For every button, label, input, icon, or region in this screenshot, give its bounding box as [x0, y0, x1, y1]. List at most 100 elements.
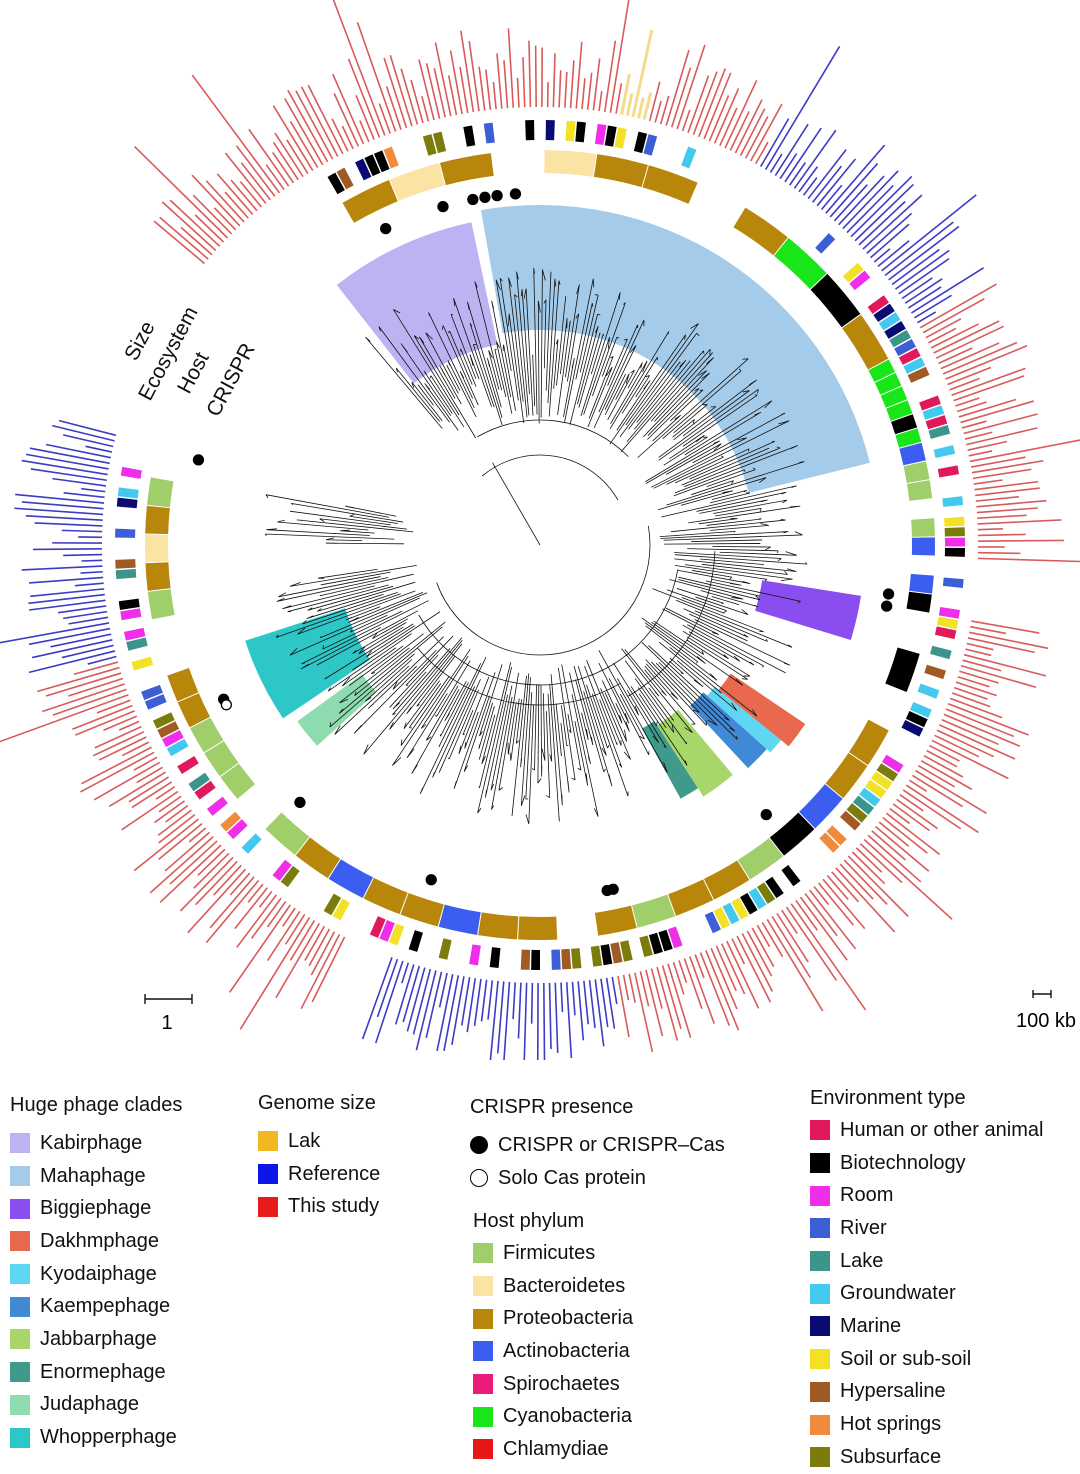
legend-item-lake: Lake [810, 1245, 1043, 1278]
color-swatch [10, 1296, 30, 1317]
ecosystem-ring-segment [870, 771, 893, 790]
ecosystem-ring-segment [157, 721, 180, 738]
host-ring-segment [147, 477, 174, 508]
color-swatch [473, 1374, 493, 1395]
legend-item-kyodaiphage: Kyodaiphage [10, 1258, 182, 1291]
host-ring-segment [342, 180, 398, 223]
host-ring-segment [903, 461, 930, 483]
ecosystem-ring [115, 120, 965, 970]
legend-genome-size-title: Genome size [258, 1092, 376, 1114]
host-ring-segment [891, 414, 918, 435]
ecosystem-ring-segment [846, 803, 868, 823]
legend-label: Firmicutes [503, 1241, 596, 1264]
color-swatch [810, 1153, 830, 1174]
color-swatch [10, 1394, 30, 1415]
ecosystem-ring-segment [840, 810, 861, 831]
ecosystem-ring-segment [884, 321, 906, 339]
ecosystem-ring-segment [757, 882, 776, 904]
ecosystem-ring-segment [520, 949, 531, 970]
legend-label: Jabbarphage [40, 1327, 157, 1350]
ecosystem-ring-segment [944, 527, 965, 537]
legend-label: Whopperphage [40, 1426, 177, 1449]
host-ring-segment [825, 753, 868, 799]
legend-label: Subsurface [840, 1445, 942, 1468]
legend-host-title: Host phylum [473, 1210, 585, 1232]
ecosystem-ring-segment [590, 945, 603, 967]
ecosystem-ring-segment [928, 425, 951, 439]
host-ring-segment [220, 763, 256, 799]
host-ring-segment [848, 719, 889, 766]
ecosystem-ring-segment [115, 569, 137, 580]
genome-scale-bar: 100 kb [1016, 990, 1076, 1032]
tree-scale-bar: 1 [144, 994, 193, 1034]
legend-label: Mahaphage [40, 1164, 146, 1187]
ecosystem-ring-segment [942, 496, 964, 507]
crispr-marker [294, 796, 306, 809]
host-ring-segment [544, 150, 597, 177]
size-bars-reference [0, 46, 985, 1060]
legend-item-solo-cas-protein: Solo Cas protein [470, 1162, 725, 1195]
host-ring-segment [774, 238, 827, 290]
color-swatch [258, 1164, 278, 1185]
legend-item-dakhmphage: Dakhmphage [10, 1225, 182, 1258]
clade-wedge [718, 673, 806, 747]
ecosystem-ring-segment [826, 825, 847, 846]
color-swatch [10, 1198, 30, 1219]
legend-item-soil-or-sub-soil: Soil or sub-soil [810, 1343, 1043, 1376]
ecosystem-ring-segment [327, 172, 345, 195]
ecosystem-ring-segment [765, 876, 784, 899]
ecosystem-ring-segment [643, 134, 658, 156]
legend-label: Spirochaetes [503, 1372, 620, 1395]
color-swatch [810, 1316, 830, 1337]
ecosystem-ring-segment [463, 125, 476, 147]
color-swatch [10, 1231, 30, 1252]
color-swatch [10, 1427, 30, 1448]
open-circle-icon [470, 1169, 488, 1188]
ecosystem-ring-segment [489, 947, 501, 968]
color-swatch [10, 1133, 30, 1154]
legend-item-reference: Reference [258, 1158, 380, 1191]
legend-item-actinobacteria: Actinobacteria [473, 1335, 633, 1368]
ecosystem-ring-segment [123, 627, 146, 641]
legend-clades-title: Huge phage clades [10, 1094, 183, 1116]
host-ring-segment [265, 812, 310, 855]
ecosystem-ring-segment [272, 859, 292, 881]
ecosystem-ring-segment [144, 694, 167, 710]
clade-wedge [641, 721, 698, 799]
color-swatch [810, 1185, 830, 1206]
host-ring-segment [642, 165, 698, 204]
host-ring-segment [145, 505, 170, 535]
host-ring-segment [703, 860, 750, 900]
color-swatch [810, 1447, 830, 1468]
ecosystem-ring-segment [166, 738, 189, 757]
ecosystem-ring-segment [369, 916, 386, 938]
legend-label: Judaphage [40, 1393, 139, 1416]
ecosystem-ring-segment [438, 938, 452, 960]
ecosystem-ring-segment [525, 120, 535, 141]
filled-circle-icon [470, 1136, 488, 1155]
genome-scale-label: 100 kb [1016, 1010, 1076, 1032]
ecosystem-ring-segment [531, 949, 540, 970]
legend-label: Bacteroidetes [503, 1274, 626, 1297]
ecosystem-ring-segment [600, 944, 613, 966]
host-ring-segment [909, 573, 934, 594]
clade-wedge [707, 686, 781, 753]
ecosystem-ring-segment [551, 949, 561, 970]
ecosystem-ring-segment [118, 598, 140, 611]
ecosystem-ring-segment [194, 780, 216, 800]
host-ring-segment [167, 668, 199, 702]
crispr-marker [881, 600, 893, 612]
color-swatch [810, 1251, 830, 1272]
ecosystem-ring-segment [116, 497, 138, 509]
ecosystem-ring-segment [188, 772, 210, 792]
ecosystem-ring-segment [704, 911, 721, 934]
ecosystem-ring-segment [120, 608, 142, 621]
host-ring-segment [295, 837, 341, 879]
color-swatch [810, 1283, 830, 1304]
host-ring-segment [204, 741, 239, 777]
host-ring-segment [400, 893, 444, 927]
ecosystem-ring-segment [878, 312, 901, 331]
legend-item-biggiephage: Biggiephage [10, 1192, 182, 1225]
